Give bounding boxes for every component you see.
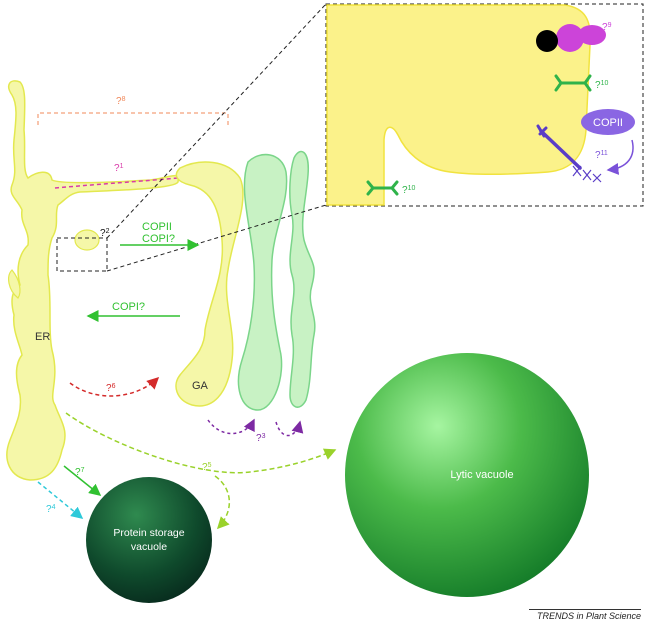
q4-label: ?4 — [46, 504, 56, 515]
receptor-body — [556, 24, 584, 52]
q3-arrow-left — [208, 420, 254, 434]
copii-inset-label: COPII — [593, 117, 623, 129]
copi-retrograde-label: COPI? — [112, 301, 145, 313]
ga-label: GA — [192, 380, 209, 392]
q3-arrow-right — [276, 422, 300, 436]
golgi-apparatus — [176, 151, 315, 410]
protein-storage-vacuole — [86, 477, 212, 603]
q5-arrow-lytic — [66, 413, 335, 473]
q6-label: ?6 — [106, 383, 116, 394]
copi-anterograde-label: COPI? — [142, 233, 175, 245]
storage-vacuole-label-1: Protein storage — [113, 527, 184, 539]
q3-label: ?3 — [256, 433, 266, 444]
q1-label: ?1 — [114, 163, 124, 174]
lytic-vacuole-label: Lytic vacuole — [450, 469, 513, 481]
copii-label: COPII — [142, 221, 172, 233]
cargo-particle — [536, 30, 558, 52]
er-exit-bud — [75, 230, 99, 250]
endoplasmic-reticulum — [7, 81, 178, 480]
q5-arrow-storage — [215, 476, 229, 528]
inset-panel — [326, 4, 643, 206]
q8-bracket — [38, 113, 228, 125]
q5-label: ?5 — [202, 462, 212, 473]
journal-footer: TRENDS in Plant Science — [529, 609, 641, 621]
er-label: ER — [35, 331, 50, 343]
q7-label: ?7 — [75, 467, 85, 478]
q8-label: ?8 — [116, 96, 126, 107]
q4-arrow — [38, 482, 82, 518]
storage-vacuole-label-2: vacuole — [131, 541, 167, 553]
